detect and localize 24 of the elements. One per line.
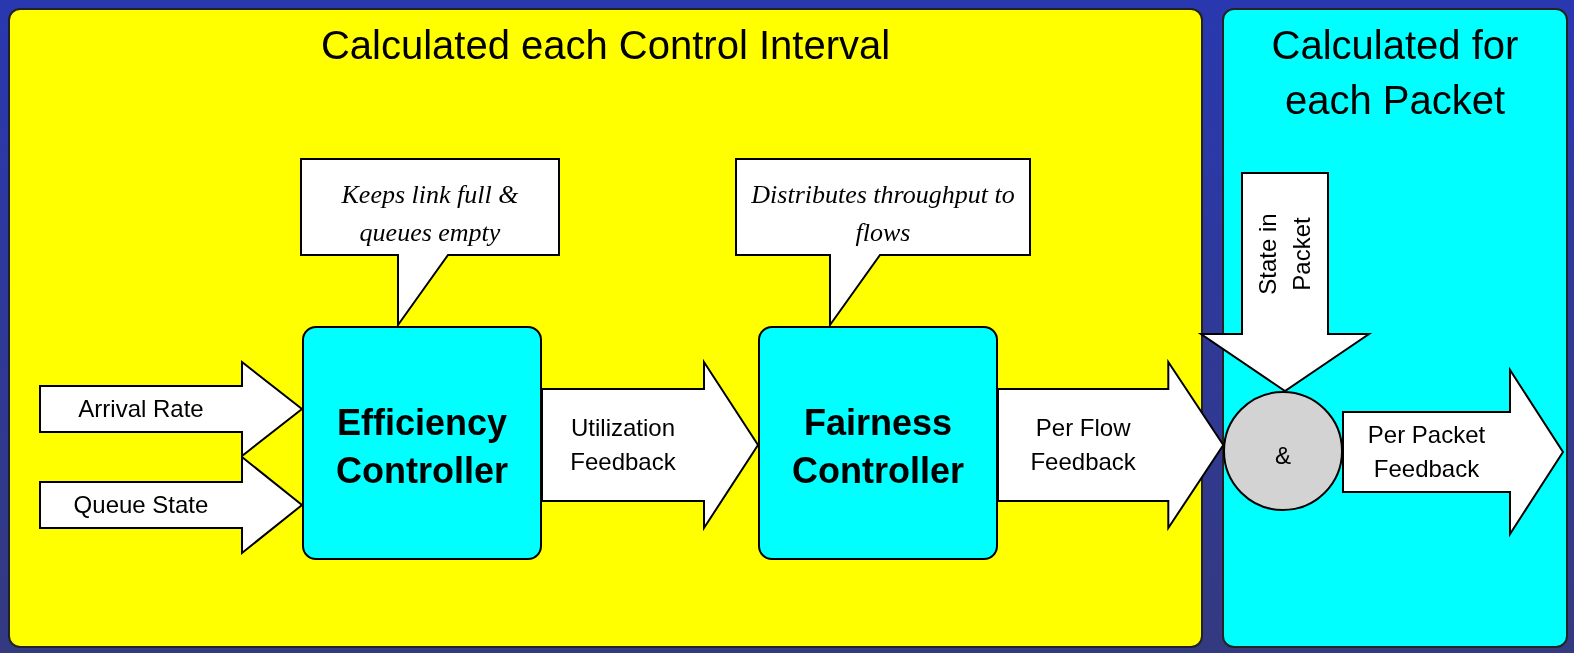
panel-title: Calculated each Control Interval [319, 22, 892, 69]
arrow-label: Per Packet Feedback [1366, 420, 1487, 484]
controller-label: Efficiency Controller [335, 401, 509, 493]
controller-box [758, 326, 998, 560]
block-arrow [1197, 172, 1373, 393]
callout-bubble [300, 158, 560, 326]
arrow-label: Per Flow Feedback [1029, 413, 1137, 477]
callout-text: Distributes throughput to flows [750, 179, 1016, 249]
arrow-label: State in Packet [1253, 211, 1316, 297]
callout-bubble [735, 158, 1031, 326]
block-arrow [39, 359, 304, 459]
arrow-label: Arrival Rate [78, 394, 204, 424]
controller-label: Fairness Controller [791, 401, 965, 493]
panel-title: Calculated for each Packet [1270, 22, 1520, 124]
block-arrow [39, 454, 304, 556]
block-arrow [1342, 366, 1565, 538]
callout-text: Keeps link full & queues empty [340, 179, 520, 249]
circle-label: & [1275, 440, 1291, 471]
panel [8, 8, 1203, 648]
block-arrow [541, 358, 760, 532]
block-arrow [997, 358, 1225, 532]
arrow-label: Utilization Feedback [569, 413, 677, 477]
arrow-label: Queue State [73, 490, 209, 520]
controller-box [302, 326, 542, 560]
